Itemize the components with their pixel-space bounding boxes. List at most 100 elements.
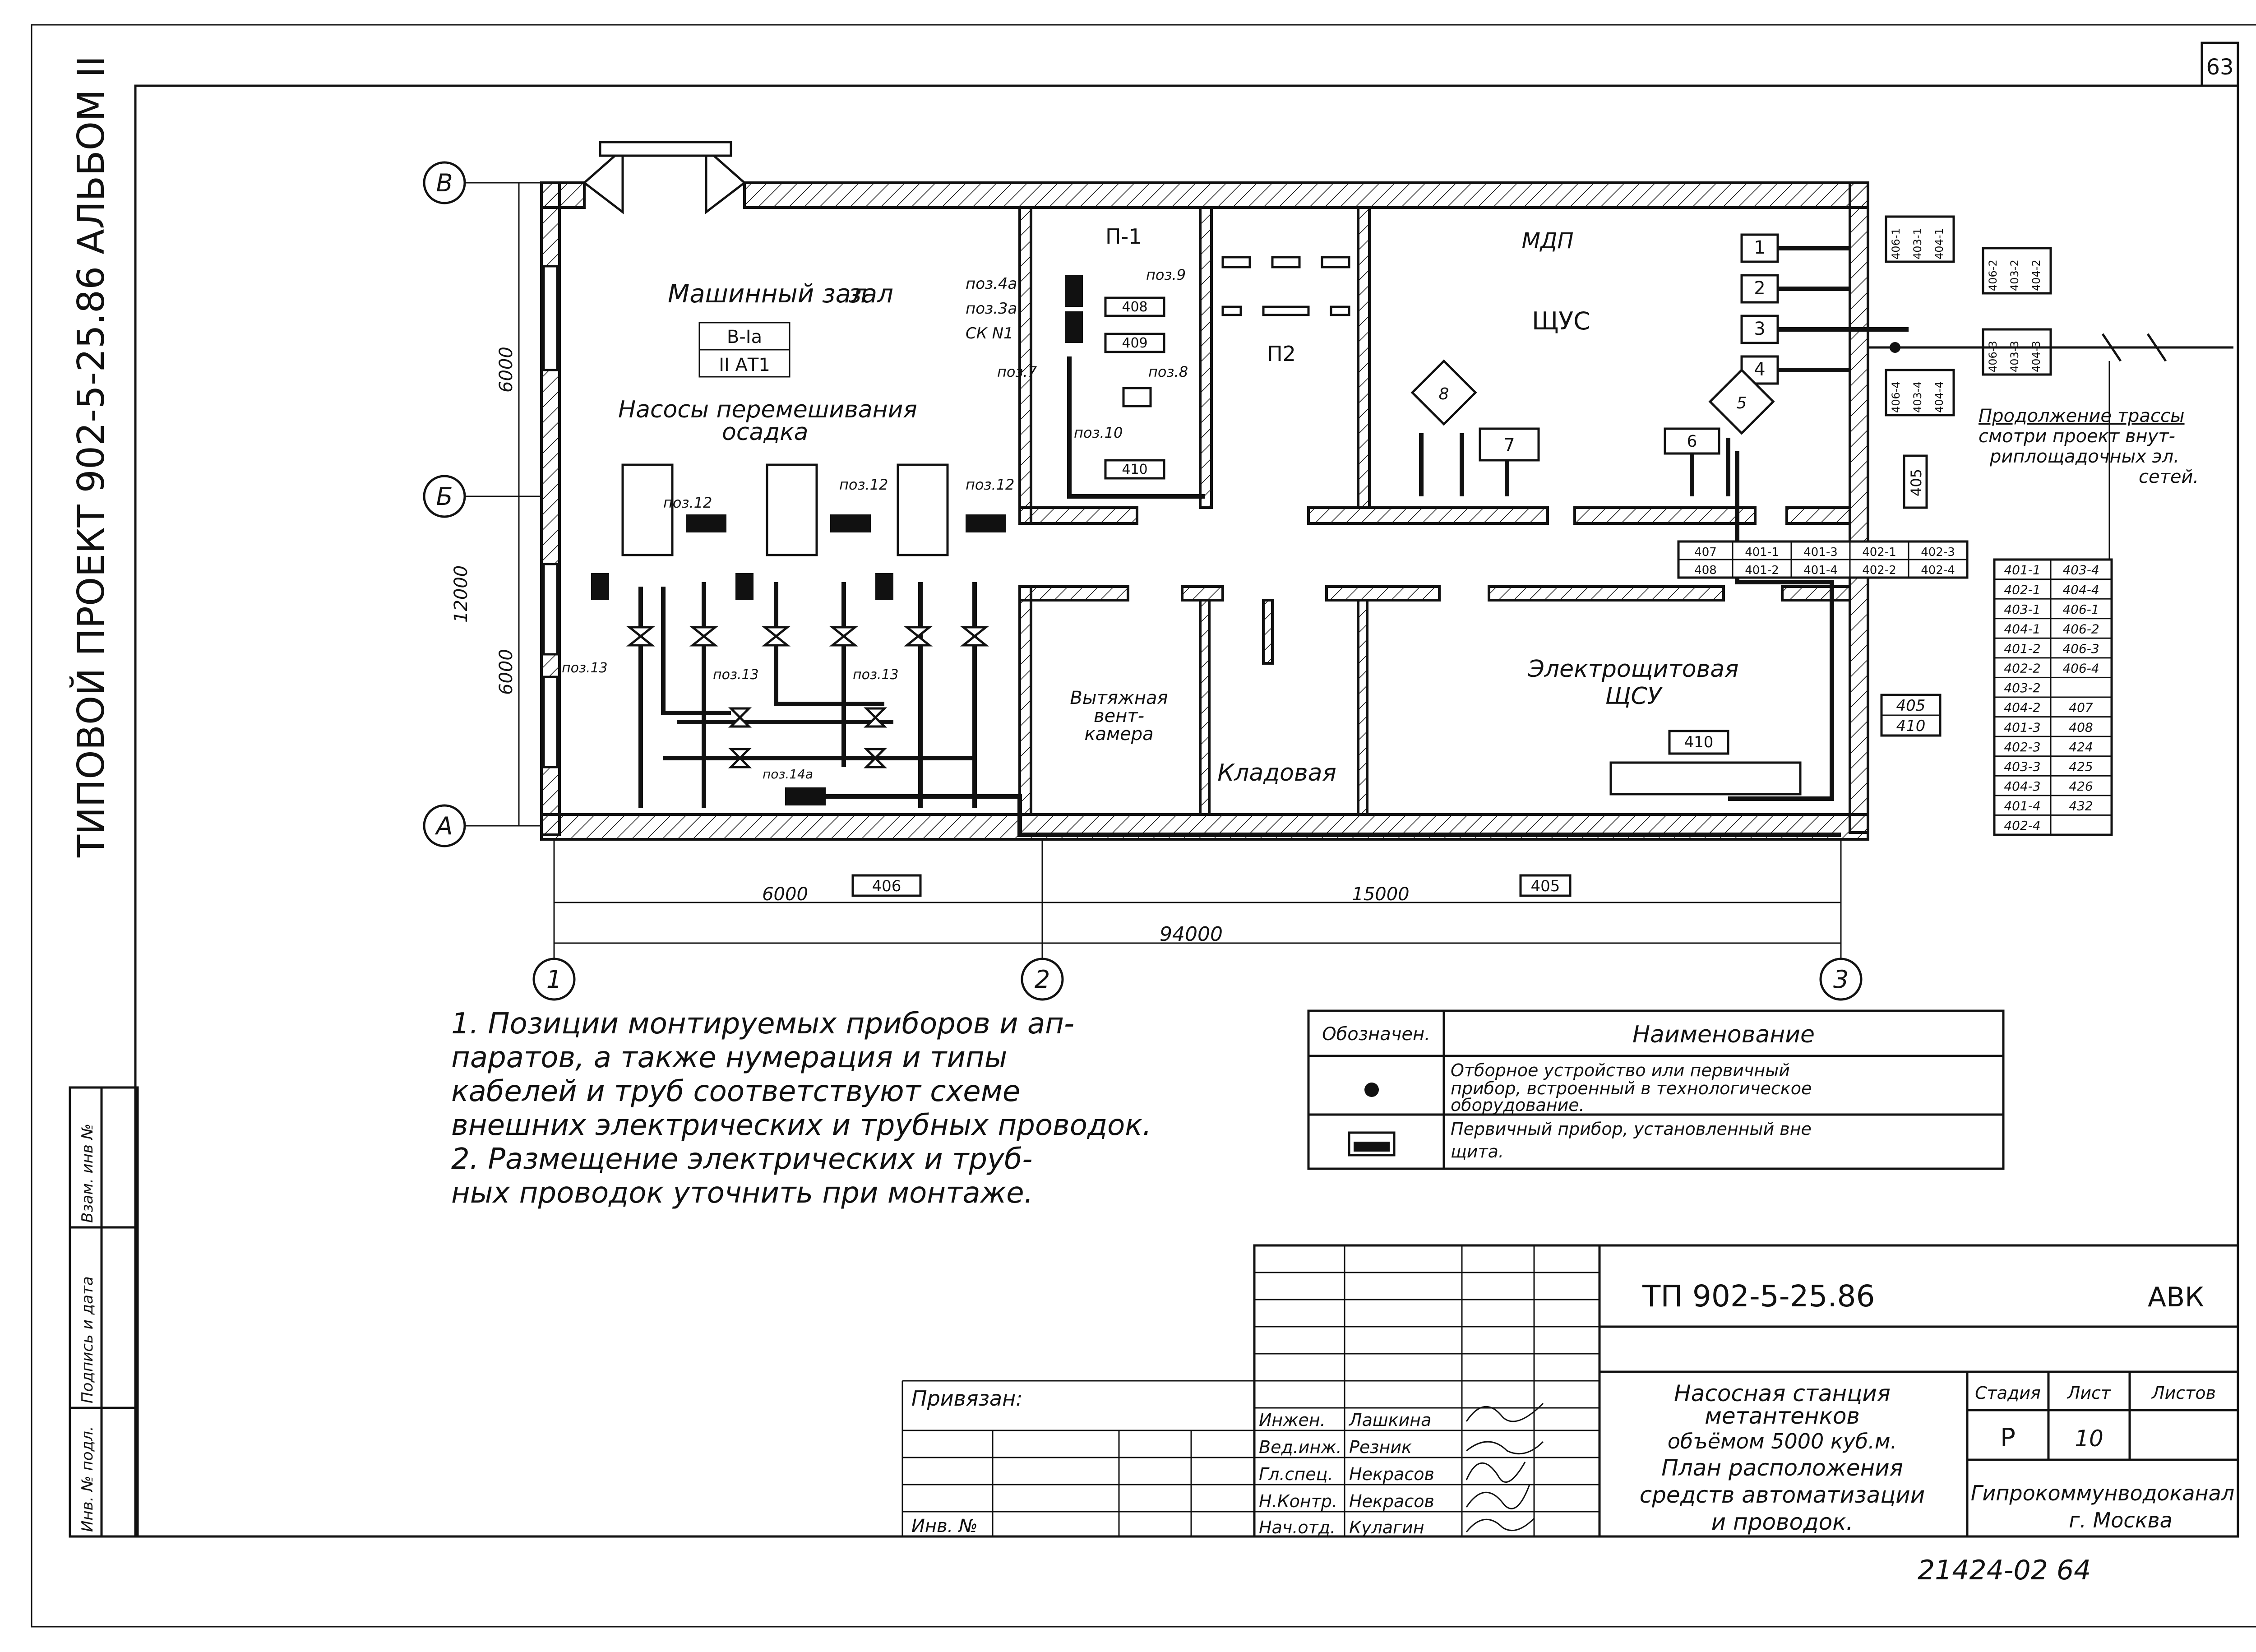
svg-text:402-2: 402-2 — [1862, 564, 1896, 577]
continuation-4: сетей. — [2139, 467, 2199, 487]
cable-list-cell: 403-3 — [2004, 759, 2040, 774]
axis-row-a: А — [435, 812, 453, 840]
sheet-title-2: средств автоматизации — [1640, 1482, 1925, 1508]
cable-list-cell: 402-3 — [2004, 740, 2040, 754]
panel-2: 2 — [1754, 278, 1765, 299]
room-electrical: Электрощитовая — [1528, 656, 1739, 683]
mid-cable-table — [1677, 540, 1969, 579]
pos-12-a: поз.12 — [663, 494, 712, 511]
device-6: 6 — [1687, 432, 1697, 451]
svg-text:404-4: 404-4 — [1933, 381, 1946, 413]
cable-list-cell: 403-2 — [2004, 680, 2040, 695]
cable-list-cell: 404-1 — [2004, 621, 2040, 636]
pos-13-c: поз.13 — [853, 667, 899, 683]
cable-route-406 — [826, 794, 1841, 837]
sheet-title-1: План расположения — [1661, 1455, 1903, 1481]
lists-header: Листов — [2151, 1383, 2216, 1403]
cable-list-cell: 402-1 — [2004, 582, 2040, 597]
axis-row-v: В — [436, 169, 453, 197]
pos-4a: поз.4а — [966, 275, 1017, 293]
role-norm-control: Н.Контр. — [1259, 1491, 1337, 1511]
sk-n1: СК N1 — [966, 324, 1013, 342]
doc-code: ТП 902-5-25.86 — [1642, 1279, 1875, 1314]
inventory-label: Инв. № — [911, 1516, 978, 1536]
tag-410: 410 — [1122, 462, 1147, 477]
axis-bubbles — [423, 161, 1863, 1001]
inner-frame — [134, 84, 2239, 1538]
svg-text:401-4: 401-4 — [1803, 564, 1838, 577]
bound-label: Привязан: — [911, 1386, 1023, 1411]
cable-list-cell: 406-3 — [2062, 641, 2099, 656]
svg-text:406-1: 406-1 — [1890, 228, 1902, 259]
pump-equipment — [621, 463, 977, 808]
tag-410-elec: 410 — [1684, 733, 1714, 751]
pos-8: поз.8 — [1148, 363, 1188, 380]
cable-list-cell: 404-3 — [2004, 779, 2040, 794]
note-line-5: 2. Размещение электрических и труб- — [451, 1143, 1032, 1176]
pos-7: поз.7 — [997, 363, 1037, 380]
svg-text:401-2: 401-2 — [1745, 564, 1779, 577]
cable-list-cell: 401-3 — [2004, 720, 2040, 735]
cable-list-cell: 425 — [2069, 759, 2093, 774]
org-city: г. Москва — [2069, 1508, 2173, 1532]
svg-text:404-1: 404-1 — [1933, 228, 1946, 259]
name-dept-head: Кулагин — [1349, 1518, 1424, 1537]
note-line-2: паратов, а также нумерация и типы — [451, 1041, 1007, 1074]
title-block-grid — [901, 1244, 2239, 1538]
primary-instruments — [591, 514, 1006, 805]
cable-list-cell: 404-4 — [2062, 582, 2099, 597]
panel-4: 4 — [1754, 359, 1765, 380]
note-line-3: кабелей и труб соответствуют схеме — [451, 1075, 1020, 1108]
side-stamp-frame — [69, 1086, 139, 1538]
svg-text:406-2: 406-2 — [1987, 259, 1999, 291]
svg-text:404-3: 404-3 — [2030, 341, 2043, 372]
dim-left-3: 6000 — [496, 649, 517, 695]
stamp-signature: Подпись и дата — [79, 1276, 97, 1403]
pos-12-b: поз.12 — [839, 476, 888, 493]
svg-text:406-4: 406-4 — [1890, 381, 1902, 413]
pos-14a: поз.14а — [763, 767, 813, 782]
legend-row1-2: прибор, встроенный в технологическое — [1451, 1078, 1812, 1098]
svg-text:403-3: 403-3 — [2008, 341, 2021, 372]
doc-section: АВК — [2148, 1282, 2204, 1313]
cable-list-cell: 408 — [2069, 720, 2093, 735]
tag-405-vertical: 405 — [1908, 469, 1925, 496]
room-exhaust-3: камера — [1084, 724, 1153, 745]
pos-3a: поз.3а — [966, 300, 1017, 318]
legend-row1-1: Отборное устройство или первичный — [1451, 1060, 1790, 1080]
room-p1: П-1 — [1105, 224, 1142, 249]
svg-text:407: 407 — [1694, 546, 1717, 559]
cable-list-cell: 407 — [2069, 700, 2093, 715]
dim-left-1: 6000 — [496, 347, 517, 393]
room-shchus: ЩУС — [1532, 307, 1590, 335]
svg-text:406-3: 406-3 — [1987, 341, 1999, 372]
pos-9: поз.9 — [1146, 266, 1186, 283]
axis-lines — [465, 182, 1842, 970]
svg-text:403-4: 403-4 — [1911, 381, 1924, 413]
cable-list-cell: 402-2 — [2004, 661, 2040, 676]
object-title-1: Насосная станция — [1674, 1380, 1891, 1407]
name-norm-control: Некрасов — [1349, 1491, 1434, 1511]
legend-row2-2: щита. — [1451, 1142, 1504, 1161]
name-lead-engineer: Резник — [1349, 1437, 1412, 1457]
svg-text:зал: зал — [848, 279, 893, 309]
stamp-replacement: Взам. инв № — [79, 1124, 97, 1223]
outer-frame — [31, 24, 2256, 1628]
cable-tags-right — [1885, 215, 2052, 416]
room-machine-hall: Машинный зал — [668, 279, 867, 309]
note-line-4: внешних электрических и трубных проводок… — [451, 1109, 1151, 1142]
device-5: 5 — [1737, 394, 1747, 412]
footer-number: 21424-02 64 — [1918, 1555, 2091, 1586]
cable-list-cell: 403-1 — [2004, 602, 2040, 617]
sheet-number-box — [2201, 42, 2239, 87]
legend-table — [1307, 1009, 2005, 1170]
cable-list-cell: 403-4 — [2062, 563, 2099, 578]
svg-text:402-3: 402-3 — [1921, 546, 1955, 559]
cable-list-cell: 426 — [2069, 779, 2093, 794]
room-p2: П2 — [1267, 342, 1296, 366]
name-engineer: Лашкина — [1348, 1410, 1431, 1430]
org-name: Гипрокоммунводоканал — [1971, 1481, 2234, 1505]
room-mdp: МДП — [1521, 228, 1573, 254]
svg-text:403-1: 403-1 — [1911, 228, 1924, 259]
